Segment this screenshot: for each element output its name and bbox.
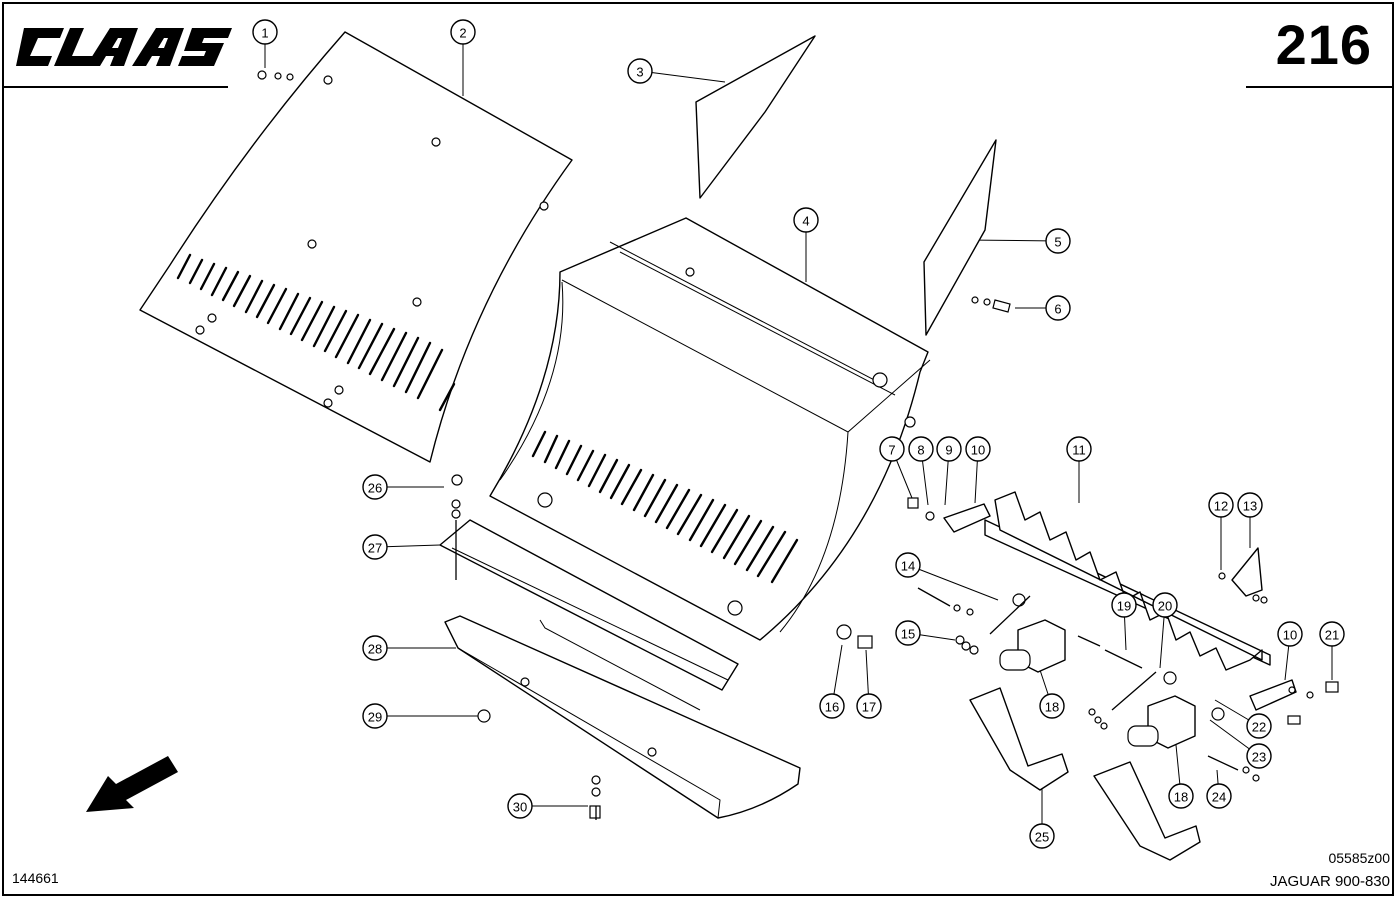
valve-18b: [1127, 695, 1196, 749]
bracket-25a: [969, 687, 1069, 791]
callout-4: 4: [793, 207, 819, 233]
callout-18: 18: [1039, 693, 1065, 719]
leader-line: [639, 70, 726, 83]
callout-label: 30: [513, 800, 527, 815]
callout-2: 2: [450, 19, 476, 45]
callout-10: 10: [1277, 621, 1303, 647]
direction-arrow: [86, 756, 178, 812]
model-name: JAGUAR 900-830: [1269, 873, 1390, 890]
callout-label: 26: [368, 481, 382, 496]
callout-label: 14: [901, 559, 915, 574]
callout-label: 12: [1214, 499, 1228, 514]
callout-28: 28: [362, 635, 388, 661]
drawing-number: 144661: [12, 870, 59, 886]
callout-label: 21: [1325, 628, 1339, 643]
callout-10: 10: [965, 436, 991, 462]
side-plate-right: [923, 139, 997, 336]
callout-21: 21: [1319, 621, 1345, 647]
callout-22: 22: [1246, 713, 1272, 739]
callout-15: 15: [895, 620, 921, 646]
callout-label: 5: [1054, 235, 1061, 250]
bracket-10a: [943, 503, 991, 533]
callout-6: 6: [1045, 295, 1071, 321]
cover-plate: [139, 31, 573, 463]
callout-label: 9: [945, 443, 952, 458]
callout-label: 28: [368, 642, 382, 657]
trough-28: [444, 615, 801, 819]
callout-18: 18: [1168, 783, 1194, 809]
callout-label: 25: [1035, 830, 1049, 845]
reference-number: 05585z00: [1328, 850, 1390, 866]
callout-label: 13: [1243, 499, 1257, 514]
callout-12: 12: [1208, 492, 1234, 518]
strip-27: [439, 519, 739, 691]
header-rule-left: [2, 86, 228, 88]
callout-26: 26: [362, 474, 388, 500]
callout-17: 17: [856, 693, 882, 719]
callout-label: 20: [1158, 599, 1172, 614]
callout-7: 7: [879, 436, 905, 462]
callout-23: 23: [1246, 743, 1272, 769]
callout-label: 15: [901, 627, 915, 642]
callout-13: 13: [1237, 492, 1263, 518]
callout-label: 4: [802, 214, 809, 229]
callout-11: 11: [1066, 436, 1092, 462]
callout-label: 23: [1252, 750, 1266, 765]
callout-19: 19: [1111, 592, 1137, 618]
callout-5: 5: [1045, 228, 1071, 254]
page-number: 216: [1275, 13, 1372, 76]
bracket-13: [1231, 547, 1263, 597]
callout-label: 8: [917, 443, 924, 458]
leader-line: [964, 239, 1059, 242]
callout-label: 2: [459, 26, 466, 41]
callout-label: 3: [636, 65, 643, 80]
callout-label: 7: [888, 443, 895, 458]
callout-label: 11: [1072, 443, 1086, 458]
callout-25: 25: [1029, 823, 1055, 849]
bracket-25b: [1093, 761, 1201, 861]
callout-3: 3: [627, 58, 653, 84]
callout-label: 29: [368, 710, 382, 725]
bracket-10b: [1249, 679, 1297, 711]
callout-14: 14: [895, 552, 921, 578]
callout-label: 16: [825, 700, 839, 715]
callout-label: 18: [1174, 790, 1188, 805]
callout-24: 24: [1206, 783, 1232, 809]
callout-label: 10: [971, 443, 985, 458]
callout-1: 1: [252, 19, 278, 45]
callout-20: 20: [1152, 592, 1178, 618]
callout-30: 30: [507, 793, 533, 819]
callout-label: 1: [261, 26, 268, 41]
callout-label: 19: [1117, 599, 1131, 614]
callout-16: 16: [819, 693, 845, 719]
callout-label: 27: [368, 541, 382, 556]
callout-label: 17: [862, 700, 876, 715]
callout-label: 10: [1283, 628, 1297, 643]
claas-logo: [16, 28, 232, 66]
bolt-lines: [455, 520, 1239, 820]
callout-label: 22: [1252, 720, 1266, 735]
side-plate-left: [695, 35, 816, 199]
hopper-body: [489, 217, 931, 641]
callout-label: 24: [1212, 790, 1226, 805]
leader-line: [907, 564, 999, 601]
callout-9: 9: [936, 436, 962, 462]
callout-29: 29: [362, 703, 388, 729]
fasteners: [257, 70, 1339, 819]
valve-18a: [999, 619, 1066, 673]
callout-27: 27: [362, 534, 388, 560]
callout-label: 6: [1054, 302, 1061, 317]
callout-label: 18: [1045, 700, 1059, 715]
callout-8: 8: [908, 436, 934, 462]
header-rule-right: [1246, 86, 1394, 88]
